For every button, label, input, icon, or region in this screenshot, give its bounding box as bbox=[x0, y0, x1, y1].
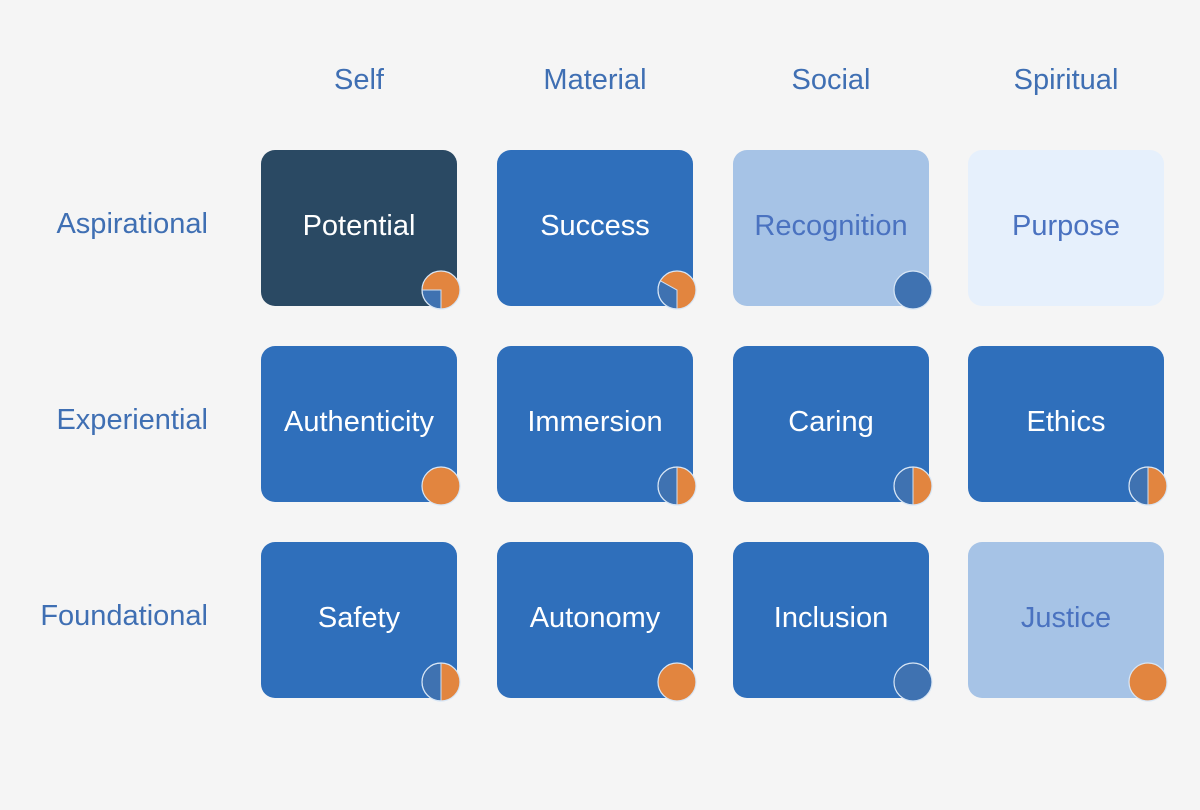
pie-base bbox=[422, 467, 460, 505]
pie-outline bbox=[421, 662, 461, 702]
cell-label: Justice bbox=[1020, 601, 1112, 634]
cell-recognition: Recognition bbox=[733, 150, 933, 310]
pie-slice-blue bbox=[893, 466, 914, 506]
cell-label: Ethics bbox=[1026, 405, 1106, 438]
cell-label: Recognition bbox=[754, 209, 908, 242]
pie-indicator-icon bbox=[1128, 466, 1168, 506]
cell-label: Inclusion bbox=[773, 601, 889, 634]
column-header-material: Material bbox=[543, 64, 647, 96]
cell-label: Immersion bbox=[527, 405, 663, 438]
cell-caring: Caring bbox=[733, 346, 933, 506]
pie-indicator-icon bbox=[657, 466, 697, 506]
pie-indicator-icon bbox=[893, 270, 933, 310]
cell-immersion: Immersion bbox=[497, 346, 697, 506]
pie-outline bbox=[893, 466, 933, 506]
pie-outline bbox=[1128, 466, 1168, 506]
pie-base bbox=[658, 663, 696, 701]
pie-indicator-icon bbox=[421, 466, 461, 506]
column-header-self: Self bbox=[334, 64, 384, 96]
cell-label: Authenticity bbox=[284, 405, 434, 438]
cell-success: Success bbox=[497, 150, 697, 310]
cell-potential: Potential bbox=[261, 150, 461, 310]
row-header-experiential: Experiential bbox=[56, 404, 208, 436]
cell-label: Purpose bbox=[1011, 209, 1120, 242]
pie-outline bbox=[657, 466, 697, 506]
pie-slice-blue bbox=[421, 662, 442, 702]
pie-slice-blue bbox=[657, 466, 678, 506]
pie-outline bbox=[657, 662, 697, 702]
pie-outline bbox=[893, 270, 933, 310]
column-header-social: Social bbox=[791, 64, 871, 96]
pie-outline bbox=[1128, 662, 1168, 702]
cell-inclusion: Inclusion bbox=[733, 542, 933, 702]
pie-indicator-icon bbox=[421, 270, 461, 310]
cell-purpose: Purpose bbox=[968, 150, 1164, 306]
pie-indicator-icon bbox=[657, 662, 697, 702]
cell-label: Potential bbox=[302, 209, 416, 242]
pie-base bbox=[1129, 663, 1167, 701]
cell-authenticity: Authenticity bbox=[261, 346, 461, 506]
cell-label: Autonomy bbox=[529, 601, 661, 634]
pie-indicator-icon bbox=[893, 662, 933, 702]
pie-outline bbox=[421, 466, 461, 506]
column-header-spiritual: Spiritual bbox=[1013, 64, 1119, 96]
pie-indicator-icon bbox=[1128, 662, 1168, 702]
pie-outline bbox=[657, 270, 697, 310]
cell-autonomy: Autonomy bbox=[497, 542, 697, 702]
pie-indicator-icon bbox=[421, 662, 461, 702]
cell-safety: Safety bbox=[261, 542, 461, 702]
row-header-aspirational: Aspirational bbox=[56, 208, 208, 240]
cell-label: Caring bbox=[788, 405, 874, 438]
pie-indicator-icon bbox=[893, 466, 933, 506]
pie-slice-blue bbox=[1128, 466, 1149, 506]
cell-label: Success bbox=[540, 209, 650, 242]
pie-outline bbox=[893, 662, 933, 702]
pie-indicator-icon bbox=[657, 270, 697, 310]
cell-ethics: Ethics bbox=[968, 346, 1168, 506]
pie-base bbox=[894, 271, 932, 309]
pie-outline bbox=[421, 270, 461, 310]
cell-justice: Justice bbox=[968, 542, 1168, 702]
row-header-foundational: Foundational bbox=[40, 600, 208, 632]
pie-base bbox=[894, 663, 932, 701]
cell-label: Safety bbox=[317, 601, 401, 634]
